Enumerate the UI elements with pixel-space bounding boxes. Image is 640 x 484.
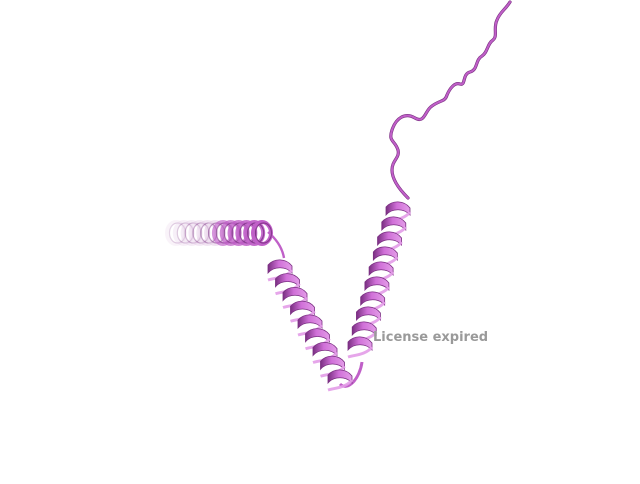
helix-turn [282,286,308,302]
helix-ring-edge [184,222,202,244]
helix-ring-edge [168,222,187,244]
coil-tail [267,0,512,388]
helix-turn [320,355,345,371]
helix-turn [327,369,353,385]
helix-horizontal [165,220,273,246]
helix-ring-edge [254,222,273,244]
helix-turn [312,341,338,357]
helix-turn [377,231,402,247]
helix-ring [180,220,203,246]
helix-turn [275,273,300,288]
helix-turn [360,291,386,307]
helix-turn [305,328,330,343]
helix-turn [372,246,398,262]
helix-turn [356,306,381,322]
helix-left-arm [267,259,354,392]
helix-right-arm [347,201,412,359]
helix-ring-edge [176,222,194,244]
helix-turn [347,336,373,352]
helix-turn [381,216,407,232]
coil-tail-line [389,1,511,199]
helix-turn [351,321,377,337]
helix-turn [385,201,411,217]
license-watermark: License expired [373,330,489,345]
helix-turn [297,314,323,330]
helix-back [327,378,354,392]
helix-ring [172,220,195,246]
helix-turn [267,259,293,275]
coil-tail-shadow [389,0,512,200]
helix-turn [364,276,390,292]
helix-turn [290,300,315,316]
helix-back [347,345,374,359]
helix-turn [368,261,394,277]
helix-ring [188,220,211,246]
helix-ring [165,220,187,246]
